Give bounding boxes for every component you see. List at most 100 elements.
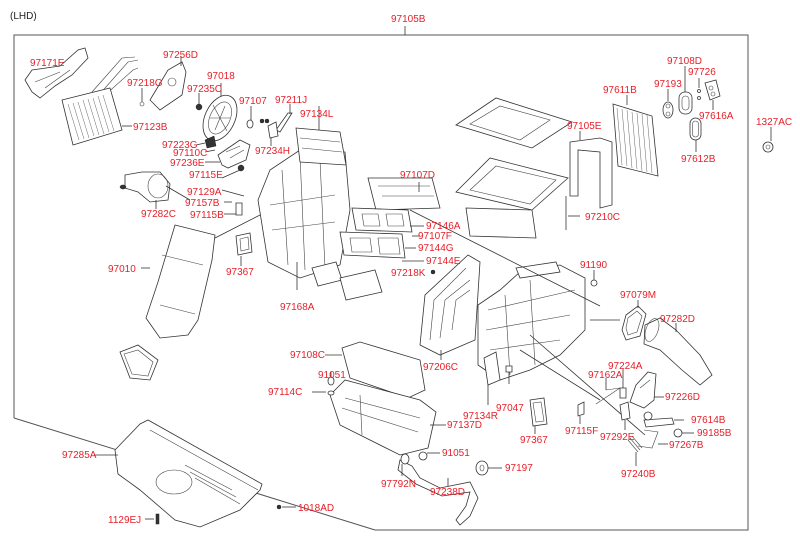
part-main-housing-right bbox=[477, 261, 586, 386]
part-97193-gasket bbox=[662, 101, 674, 119]
part-labels: 97171E 97256D 97218G 97018 97235C 97107 … bbox=[30, 50, 792, 526]
part-97211J-lever bbox=[267, 112, 293, 139]
label-97157B[interactable]: 97157B bbox=[185, 198, 220, 209]
part-97238D-hose bbox=[397, 453, 479, 526]
part-97114C-screw bbox=[327, 390, 335, 396]
label-97144E[interactable]: 97144E bbox=[426, 256, 461, 267]
label-91051-bottom[interactable]: 91051 bbox=[442, 448, 470, 459]
label-97218K[interactable]: 97218K bbox=[391, 268, 426, 279]
label-97282C[interactable]: 97282C bbox=[141, 209, 176, 220]
part-97292E-bracket bbox=[619, 401, 631, 421]
label-97047[interactable]: 97047 bbox=[496, 403, 524, 414]
label-97367-left[interactable]: 97367 bbox=[226, 267, 254, 278]
part-97105E-filter-frame bbox=[455, 97, 613, 239]
part-97171E-bracket bbox=[24, 47, 89, 99]
label-97614B[interactable]: 97614B bbox=[691, 415, 726, 426]
label-97107D[interactable]: 97107D bbox=[400, 170, 435, 181]
part-97115F-clip bbox=[577, 401, 585, 417]
part-97047-clip bbox=[505, 365, 513, 373]
label-97144G[interactable]: 97144G bbox=[418, 243, 454, 254]
label-97223G[interactable]: 97223G bbox=[162, 140, 198, 151]
part-97079M-seal bbox=[621, 305, 647, 341]
label-97105E[interactable]: 97105E bbox=[567, 121, 602, 132]
part-97162A-rod bbox=[595, 387, 621, 405]
label-97107F[interactable]: 97107F bbox=[418, 231, 452, 242]
label-91190[interactable]: 91190 bbox=[580, 260, 608, 271]
part-97282C-duct bbox=[119, 171, 171, 203]
part-97206C-panel bbox=[419, 254, 481, 356]
label-97206C[interactable]: 97206C bbox=[423, 362, 458, 373]
label-97726[interactable]: 97726 bbox=[688, 67, 716, 78]
label-97197[interactable]: 97197 bbox=[505, 463, 533, 474]
label-97226D[interactable]: 97226D bbox=[665, 392, 700, 403]
part-97107-bushing bbox=[246, 118, 270, 129]
label-97218G[interactable]: 97218G bbox=[127, 78, 163, 89]
label-97235C[interactable]: 97235C bbox=[187, 84, 222, 95]
label-97234H[interactable]: 97234H bbox=[255, 146, 290, 157]
part-97367-gasket-left bbox=[235, 232, 253, 256]
label-97267B[interactable]: 97267B bbox=[669, 440, 704, 451]
label-97129A[interactable]: 97129A bbox=[187, 187, 222, 198]
label-97134L[interactable]: 97134L bbox=[300, 109, 334, 120]
label-97108C[interactable]: 97108C bbox=[290, 350, 325, 361]
label-97010[interactable]: 97010 bbox=[108, 264, 136, 275]
label-97108D[interactable]: 97108D bbox=[667, 56, 702, 67]
label-97018[interactable]: 97018 bbox=[207, 71, 235, 82]
label-97114C[interactable]: 97114C bbox=[268, 387, 302, 398]
label-1018AD[interactable]: 1018AD bbox=[298, 503, 334, 514]
label-97367-right[interactable]: 97367 bbox=[520, 435, 548, 446]
part-97256D-plate bbox=[149, 61, 187, 111]
label-97210C[interactable]: 97210C bbox=[585, 212, 620, 223]
label-97079M[interactable]: 97079M bbox=[620, 290, 656, 301]
label-97146A[interactable]: 97146A bbox=[426, 221, 461, 232]
part-97611B-evaporator bbox=[612, 103, 659, 177]
part-97285A-cover bbox=[114, 419, 263, 528]
part-97226D-actuator bbox=[629, 371, 657, 409]
label-97238D[interactable]: 97238D bbox=[430, 487, 465, 498]
label-97240B[interactable]: 97240B bbox=[621, 469, 656, 480]
label-97616A[interactable]: 97616A bbox=[699, 111, 734, 122]
label-97168A[interactable]: 97168A bbox=[280, 302, 315, 313]
part-91051-grommet-bottom bbox=[418, 451, 428, 461]
part-main-housing-left bbox=[257, 127, 351, 279]
part-1018AD-screw bbox=[276, 504, 282, 510]
label-97123B[interactable]: 97123B bbox=[133, 122, 168, 133]
label-97115E[interactable]: 97115E bbox=[189, 170, 223, 181]
part-1129EJ-bolt bbox=[155, 513, 160, 525]
label-97285A[interactable]: 97285A bbox=[62, 450, 97, 461]
label-97224A[interactable]: 97224A bbox=[608, 361, 643, 372]
label-97107[interactable]: 97107 bbox=[239, 96, 267, 107]
part-97123B-heater-core bbox=[61, 56, 139, 146]
label-97134R[interactable]: 97134R bbox=[463, 411, 498, 422]
label-97162A[interactable]: 97162A bbox=[588, 370, 623, 381]
part-97267B-wire bbox=[637, 429, 659, 449]
part-97240B-spring bbox=[627, 435, 643, 453]
part-97614B-link bbox=[643, 411, 675, 428]
part-97018-gear bbox=[202, 94, 238, 142]
label-97792N[interactable]: 97792N bbox=[381, 479, 416, 490]
label-97611B[interactable]: 97611B bbox=[603, 85, 637, 96]
label-97236E[interactable]: 97236E bbox=[170, 158, 205, 169]
label-97115B[interactable]: 97115B bbox=[190, 210, 224, 221]
label-97612B[interactable]: 97612B bbox=[681, 154, 716, 165]
label-1129EJ[interactable]: 1129EJ bbox=[108, 515, 141, 526]
label-1327AC[interactable]: 1327AC bbox=[756, 117, 792, 128]
label-97110C[interactable]: 97110C bbox=[173, 148, 207, 159]
part-97224A-clip bbox=[619, 387, 627, 399]
label-97292E[interactable]: 97292E bbox=[600, 432, 635, 443]
label-97171E[interactable]: 97171E bbox=[30, 58, 65, 69]
label-97105B[interactable]: 97105B bbox=[391, 14, 426, 25]
label-97193[interactable]: 97193 bbox=[654, 79, 682, 90]
label-97115F[interactable]: 97115F bbox=[565, 426, 598, 437]
label-91051-top[interactable]: 91051 bbox=[318, 370, 346, 381]
label-97211J[interactable]: 97211J bbox=[275, 95, 307, 106]
part-97612B-oring bbox=[689, 117, 702, 141]
label-97137D[interactable]: 97137D bbox=[447, 420, 482, 431]
part-97236E-actuator bbox=[204, 135, 251, 172]
label-97256D[interactable]: 97256D bbox=[163, 50, 198, 61]
label-97282D[interactable]: 97282D bbox=[660, 314, 695, 325]
header-lhd: (LHD) bbox=[10, 11, 37, 22]
part-97726-washer bbox=[697, 89, 701, 100]
label-99185B[interactable]: 99185B bbox=[697, 428, 732, 439]
